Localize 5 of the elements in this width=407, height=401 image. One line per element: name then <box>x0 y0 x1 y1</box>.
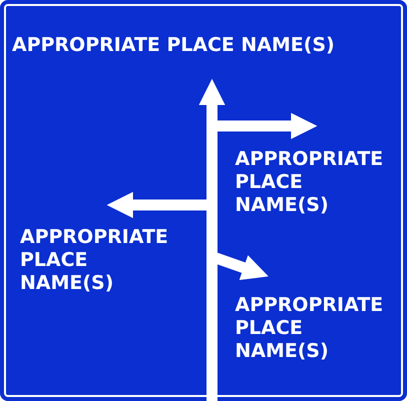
place-name-text: APPROPRIATE PLACE NAME(S) <box>20 226 168 295</box>
arrow <box>198 78 226 401</box>
place-name-text: APPROPRIATE PLACE NAME(S) <box>235 294 384 363</box>
place-name-text: APPROPRIATE PLACE NAME(S) <box>12 34 402 57</box>
place-name-text: APPROPRIATE PLACE NAME(S) <box>235 148 384 217</box>
